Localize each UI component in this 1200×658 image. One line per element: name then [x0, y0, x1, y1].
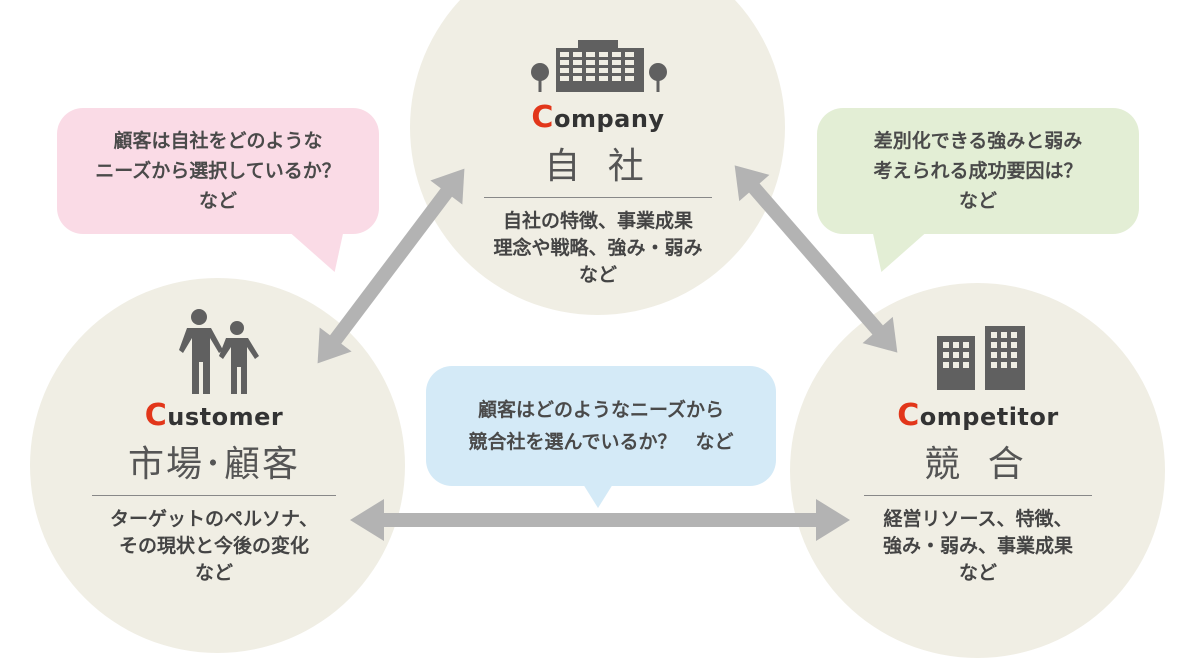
- customer-divider: [92, 495, 336, 496]
- relationship-arrows: [317, 165, 898, 541]
- people-icon: [179, 309, 259, 394]
- company-desc-line-1: 自社の特徴、事業成果: [502, 210, 693, 232]
- competitor-node: Competitor 競 合 経営リソース、特徴、 強み・弱み、事業成果 など: [858, 398, 1098, 587]
- competitor-english-rest: ompetitor: [919, 403, 1059, 431]
- customer-question-line-3: など: [198, 190, 237, 212]
- competitor-initial: C: [897, 398, 920, 433]
- customer-description: ターゲットのペルソナ、 その現状と今後の変化 など: [88, 506, 340, 587]
- market-question-line-1: 顧客はどのようなニーズから: [477, 399, 725, 421]
- company-english-rest: ompany: [553, 105, 665, 133]
- customer-japanese-title: 市場･顧客: [127, 444, 300, 485]
- customer-desc-line-3: など: [194, 562, 233, 584]
- customer-english-rest: ustomer: [167, 403, 284, 431]
- company-competitor-arrow: [734, 165, 898, 353]
- customer-desc-line-2: その現状と今後の変化: [118, 535, 309, 557]
- market-question-bubble: 顧客はどのようなニーズから 競合社を選んでいるか？ など: [426, 366, 776, 486]
- competitor-description: 経営リソース、特徴、 強み・弱み、事業成果 など: [858, 506, 1098, 587]
- customer-initial: C: [144, 398, 168, 433]
- company-english-title: Company: [478, 100, 718, 135]
- competitor-desc-line-2: 強み・弱み、事業成果: [882, 535, 1073, 557]
- company-customer-arrow: [317, 168, 465, 364]
- company-description: 自社の特徴、事業成果 理念や戦略、強み・弱み など: [478, 208, 718, 289]
- competitor-desc-line-3: など: [958, 562, 997, 584]
- company-node: Company 自 社 自社の特徴、事業成果 理念や戦略、強み・弱み など: [478, 100, 718, 289]
- customer-desc-line-1: ターゲットのペルソナ、: [109, 508, 319, 530]
- customer-question-line-2: ニーズから選択しているか？: [95, 160, 341, 182]
- customer-question-line-1: 顧客は自社をどのような: [113, 130, 323, 152]
- competitor-circle: [790, 283, 1165, 658]
- company-desc-line-3: など: [578, 264, 617, 286]
- competitor-english-title: Competitor: [858, 398, 1098, 433]
- company-desc-line-2: 理念や戦略、強み・弱み: [493, 237, 703, 259]
- competitor-japanese-title: 競 合: [924, 444, 1032, 485]
- competitor-question-line-1: 差別化できる強みと弱み: [873, 130, 1083, 152]
- competitor-desc-line-1: 経営リソース、特徴、: [883, 508, 1073, 530]
- company-initial: C: [531, 100, 554, 135]
- market-question-bubble-tail: [583, 484, 613, 508]
- market-question-line-2: 競合社を選んでいるか？ など: [468, 431, 734, 453]
- buildings-icon: [937, 326, 1025, 390]
- customer-competitor-arrow: [350, 499, 850, 541]
- competitor-divider: [864, 495, 1092, 496]
- competitor-question-line-2: 考えられる成功要因は？: [873, 160, 1083, 182]
- customer-node: Customer 市場･顧客 ターゲットのペルソナ、 その現状と今後の変化 など: [88, 398, 340, 587]
- office-building-icon: [531, 40, 667, 92]
- company-japanese-title: 自 社: [544, 146, 652, 187]
- competitor-question-line-3: など: [958, 190, 997, 212]
- competitor-question-bubble: 差別化できる強みと弱み 考えられる成功要因は？ など: [817, 108, 1139, 234]
- company-divider: [484, 197, 712, 198]
- customer-english-title: Customer: [88, 398, 340, 433]
- customer-question-bubble: 顧客は自社をどのような ニーズから選択しているか？ など: [57, 108, 379, 234]
